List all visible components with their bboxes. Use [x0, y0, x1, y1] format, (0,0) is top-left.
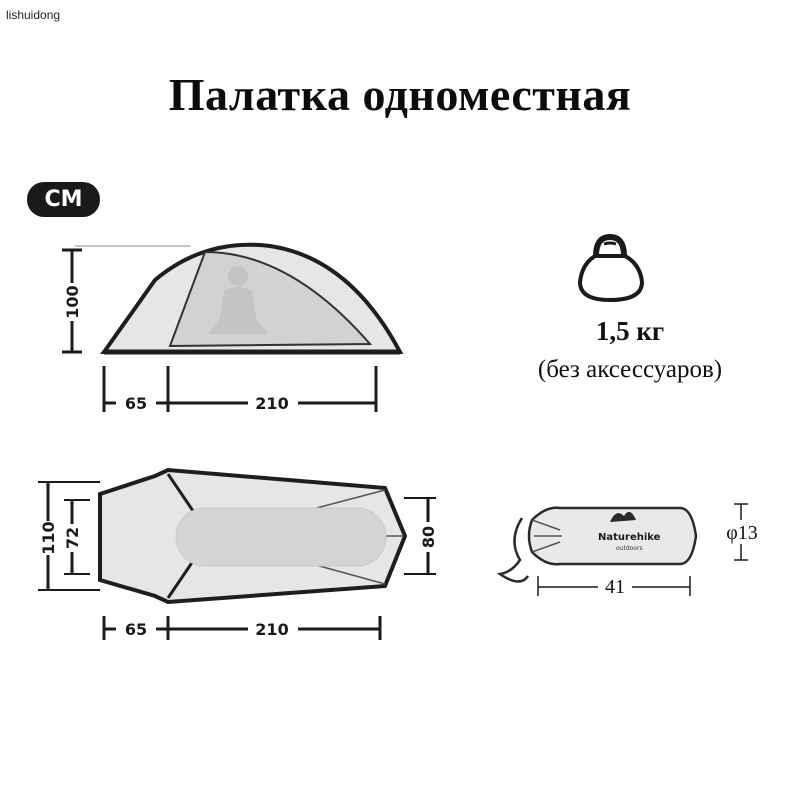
bag-brand: Naturehike	[598, 532, 661, 543]
side-vestibule-label-bg	[116, 392, 156, 414]
side-height-label: 100	[63, 285, 82, 318]
bag-length-label: 41	[605, 576, 625, 598]
kettlebell-icon	[577, 233, 645, 303]
top-vestibule-label-bg	[116, 618, 156, 640]
bag-dia-label-bg	[718, 520, 766, 544]
weight-value: 1,5 кг	[595, 316, 665, 346]
side-height-label-bg	[62, 283, 84, 321]
top-inner-width-label-bg	[62, 524, 84, 552]
person-silhouette	[208, 266, 268, 334]
bag-drawcord	[496, 517, 530, 583]
top-sleeping-pad	[175, 507, 387, 567]
packed-bag: Naturehike outdoors 41 φ13	[496, 503, 766, 598]
weight-note: (без аксессуаров)	[537, 356, 723, 383]
bag-dia-label: φ13	[726, 522, 758, 544]
top-outer-width-label-bg	[38, 521, 60, 555]
top-inner-width-label: 72	[63, 527, 82, 549]
watermark-text: lishuidong	[6, 8, 61, 22]
top-vestibule-label: 65	[125, 620, 147, 639]
top-length-label: 210	[255, 620, 288, 639]
top-foot-width-label: 80	[419, 526, 438, 548]
side-length-label-bg	[248, 392, 298, 414]
page-title: Палатка одноместная	[168, 69, 632, 120]
top-view: 110 72 80 65 210	[38, 467, 440, 640]
top-outer-width-label: 110	[39, 521, 58, 554]
bag-body	[527, 506, 698, 566]
top-foot-width-label-bg	[418, 522, 440, 552]
side-view: 100 65 210	[62, 242, 404, 414]
unit-badge: CM	[27, 182, 100, 217]
bag-brand-sub: outdoors	[616, 545, 643, 552]
side-length-label: 210	[255, 394, 288, 413]
side-vestibule-label: 65	[125, 394, 147, 413]
bag-length-label-bg	[598, 574, 632, 598]
naturehike-logo-icon	[610, 511, 636, 522]
top-length-label-bg	[248, 618, 298, 640]
bag-cinch-folds	[531, 519, 562, 553]
